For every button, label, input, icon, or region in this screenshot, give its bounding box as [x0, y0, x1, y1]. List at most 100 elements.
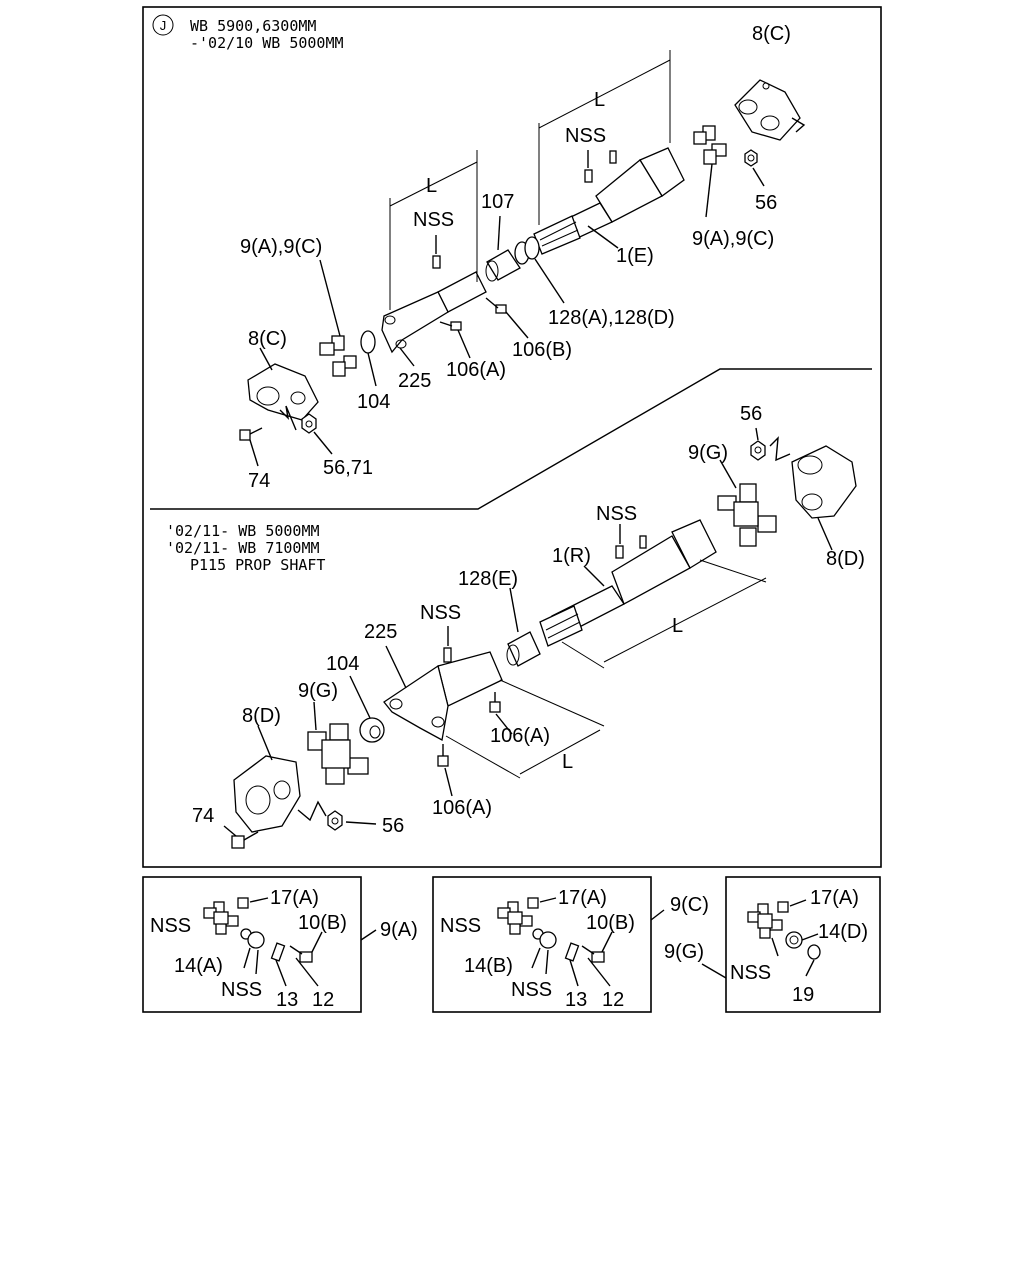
lower-heading-line1: '02/11- WB 5000MM	[166, 522, 320, 540]
fitting-106a-lower-top	[489, 692, 501, 713]
cross-9g-right	[717, 483, 777, 547]
label-c-bolt-12: 12	[602, 989, 624, 1011]
label-dim-l-long: L	[594, 89, 605, 111]
label-g-nss: NSS	[730, 962, 771, 984]
dim-l-long	[538, 50, 671, 225]
label-nut-56-top: 56	[755, 192, 777, 214]
rings-128ad	[514, 236, 540, 265]
cup-14a	[247, 931, 265, 949]
seal-104-lower	[359, 717, 385, 743]
cross-nss-9g	[747, 903, 783, 939]
label-g-cup-14d: 14(D)	[818, 921, 868, 943]
main-frame	[142, 6, 882, 868]
label-c-kit-9c: 9(C)	[670, 894, 709, 916]
label-ring-128e: 128(E)	[458, 568, 518, 590]
detail-box-9c: NSS 17(A) 10(B) 9(C) 14(B) NSS 13 12	[432, 876, 709, 1013]
nut-56-upper	[301, 413, 317, 434]
fitting-106a-lower-bottom	[437, 744, 449, 767]
nut-56-top	[744, 149, 758, 167]
label-g-kit-9g: 9(G)	[664, 941, 704, 963]
label-cross-9g-left: 9(G)	[298, 680, 338, 702]
label-8c-left: 8(C)	[248, 328, 287, 350]
label-nss-mid: NSS	[413, 209, 454, 231]
section-badge-circle	[152, 14, 174, 36]
section-divider	[150, 368, 872, 510]
label-g-grease-17a: 17(A)	[810, 887, 859, 909]
label-a-bolt-12: 12	[312, 989, 334, 1011]
plate-13-c	[564, 942, 580, 962]
label-fitting-106a: 106(A)	[446, 359, 506, 381]
shaft-1e	[533, 147, 685, 255]
label-fitting-106b: 106(B)	[512, 339, 572, 361]
yoke-225-lower	[383, 651, 503, 742]
flange-8d-right	[791, 445, 857, 519]
label-c-plate-13: 13	[565, 989, 587, 1011]
label-oring-104: 104	[357, 391, 390, 413]
label-dim-l-right: L	[672, 615, 683, 637]
label-nss-top: NSS	[565, 125, 606, 147]
label-fitting-106a-bottom: 106(A)	[432, 797, 492, 819]
label-dim-l-left: L	[562, 751, 573, 773]
label-c-nss-cross: NSS	[440, 915, 481, 937]
label-c-nss-bottom: NSS	[511, 979, 552, 1001]
label-yoke-225: 225	[398, 370, 431, 392]
dim-l-right	[561, 559, 767, 669]
cup-14d	[785, 931, 803, 949]
bolt-74-upper	[239, 427, 263, 441]
lower-heading-line2: '02/11- WB 7100MM	[166, 539, 320, 557]
label-8d-right: 8(D)	[826, 548, 865, 570]
label-cross-9g-right: 9(G)	[688, 442, 728, 464]
flange-8c-left	[247, 363, 319, 421]
label-g-clip-19: 19	[792, 984, 814, 1006]
label-nut-56-71: 56,71	[323, 457, 373, 479]
label-ring-128ad: 128(A),128(D)	[548, 307, 675, 329]
label-boot-107: 107	[481, 191, 514, 213]
cross-nss-9a	[203, 901, 239, 935]
label-a-kit-9a: 9(A)	[380, 919, 418, 941]
cross-9a9c-right	[693, 125, 727, 165]
upper-section: J WB 5900,6300MM -'02/10 WB 5000MM	[152, 14, 806, 492]
label-c-grease-17a: 17(A)	[558, 887, 607, 909]
label-nss-right: NSS	[596, 503, 637, 525]
label-shaft-1r: 1(R)	[552, 545, 591, 567]
cross-nss-9c	[497, 901, 533, 935]
boot-107	[485, 249, 521, 282]
label-dim-l-short: L	[426, 175, 437, 197]
nss-clip-right	[615, 545, 624, 559]
label-a-bolt-10b: 10(B)	[298, 912, 347, 934]
ring-128e	[506, 631, 541, 667]
label-yoke-225-lower: 225	[364, 621, 397, 643]
lower-section: '02/11- WB 5000MM '02/11- WB 7100MM P115…	[166, 403, 865, 849]
bolt-12-a	[289, 945, 313, 963]
shaft-1r	[539, 519, 717, 647]
label-nss-left: NSS	[420, 602, 461, 624]
label-seal-104: 104	[326, 653, 359, 675]
nss-clip-mid	[432, 255, 441, 269]
label-a-grease-17a: 17(A)	[270, 887, 319, 909]
grease-fitting-17a-g	[777, 901, 789, 913]
label-shaft-1e: 1(E)	[616, 245, 654, 267]
upper-heading-line2: -'02/10 WB 5000MM	[190, 34, 344, 52]
detail-box-9a: NSS 17(A) 10(B) 9(A) 14(A) NSS 13 12	[142, 876, 418, 1013]
yoke-225-upper	[381, 271, 487, 354]
nut-56-lower	[327, 810, 343, 831]
nut-56-right	[750, 440, 766, 461]
label-fitting-106a-top: 106(A)	[490, 725, 550, 747]
label-nut-56-lower: 56	[382, 815, 404, 837]
label-a-nss-bottom: NSS	[221, 979, 262, 1001]
fitting-106a-upper	[439, 321, 462, 331]
cross-9g-left	[307, 723, 369, 785]
label-bolt-74-lower: 74	[192, 805, 214, 827]
label-cross-9a9c-left: 9(A),9(C)	[240, 236, 322, 258]
label-c-bolt-10b: 10(B)	[586, 912, 635, 934]
label-bolt-74: 74	[248, 470, 270, 492]
plate-13-a	[270, 942, 286, 962]
nss-clip-left	[443, 647, 452, 663]
label-a-nss-cross: NSS	[150, 915, 191, 937]
dim-l-left	[445, 679, 605, 779]
label-cross-9a9c-right: 9(A),9(C)	[692, 228, 774, 250]
label-a-cup-14a: 14(A)	[174, 955, 223, 977]
label-8c-top: 8(C)	[752, 23, 791, 45]
flange-8c-top	[734, 79, 801, 141]
